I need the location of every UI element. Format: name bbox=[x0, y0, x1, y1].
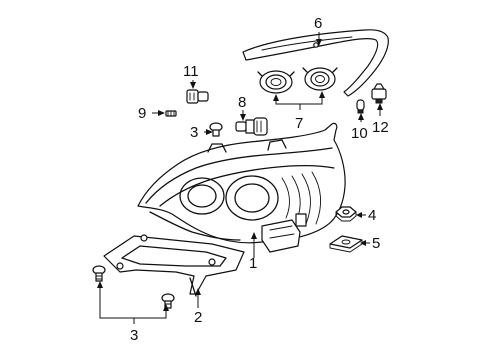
mounting-screw-upper bbox=[209, 122, 223, 137]
callout-1: 1 bbox=[249, 255, 257, 272]
bulb-socket-cap-right bbox=[302, 67, 338, 91]
flange-nut bbox=[335, 206, 357, 222]
halogen-bulb bbox=[235, 117, 268, 136]
bulb-socket-cap-left bbox=[257, 70, 295, 94]
callout-3-left: 3 bbox=[190, 124, 198, 141]
mounting-screw-right bbox=[161, 293, 175, 309]
small-screw bbox=[165, 110, 177, 117]
headlamp-trim-strip bbox=[242, 29, 389, 97]
callout-9: 9 bbox=[138, 105, 146, 122]
callout-4: 4 bbox=[368, 207, 376, 224]
callout-3-bottom: 3 bbox=[130, 327, 138, 344]
parking-bulb bbox=[186, 89, 209, 104]
callout-10: 10 bbox=[351, 125, 368, 142]
mounting-screw-left bbox=[92, 265, 106, 282]
lower-mounting-bracket bbox=[103, 234, 245, 297]
wedge-bulb bbox=[356, 99, 365, 114]
headlamp-housing bbox=[137, 122, 346, 253]
leader-lines bbox=[97, 32, 383, 324]
callout-5: 5 bbox=[372, 235, 380, 252]
callout-12: 12 bbox=[372, 119, 389, 136]
callout-8: 8 bbox=[238, 94, 246, 111]
callout-11: 11 bbox=[183, 63, 199, 80]
callout-2: 2 bbox=[194, 309, 202, 326]
speed-clip bbox=[329, 235, 363, 253]
bulb-socket bbox=[371, 83, 387, 104]
callout-7: 7 bbox=[295, 115, 303, 132]
callout-6: 6 bbox=[314, 15, 322, 32]
